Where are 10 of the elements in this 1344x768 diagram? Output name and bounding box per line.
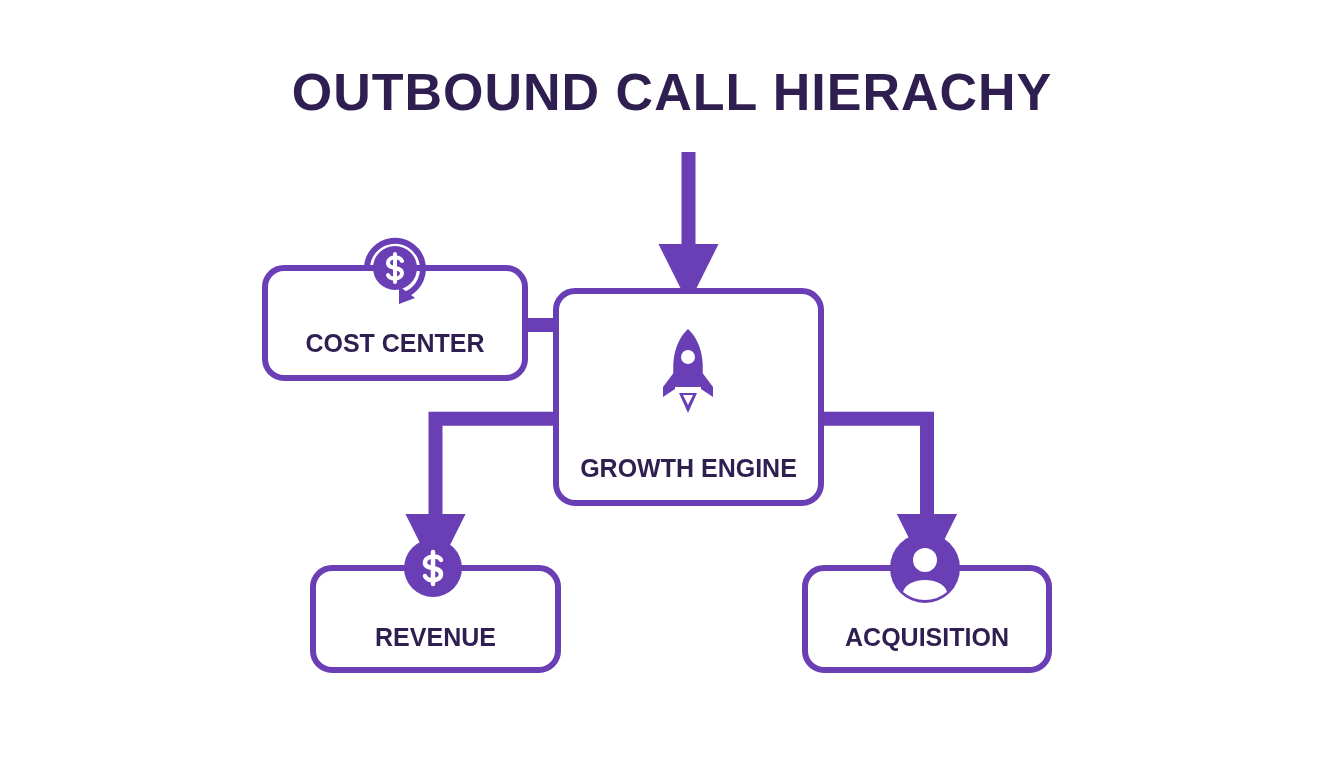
rounded-box (310, 565, 561, 673)
node-label: GROWTH ENGINE (579, 454, 798, 483)
node-label: ACQUISITION (844, 623, 1010, 652)
rounded-box (262, 265, 528, 381)
connector-line (528, 318, 553, 332)
rounded-box (553, 288, 824, 506)
node-label: REVENUE (374, 623, 497, 652)
node-label: COST CENTER (304, 329, 486, 358)
rounded-box (802, 565, 1052, 673)
diagram-title: OUTBOUND CALL HIERACHY (291, 63, 1053, 121)
